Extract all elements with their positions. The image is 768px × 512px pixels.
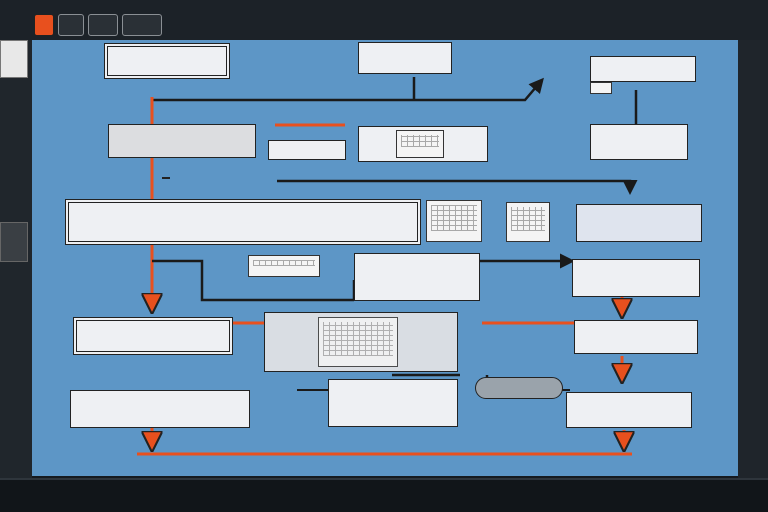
node-row3-thumb-b[interactable] xyxy=(506,202,550,242)
minimize-button[interactable] xyxy=(58,14,84,36)
connector-bottom xyxy=(137,428,632,456)
node-top-right-thumb[interactable] xyxy=(590,82,612,94)
node-row4-center[interactable] xyxy=(354,253,480,301)
node-row4-right[interactable] xyxy=(572,259,700,297)
connector-middle xyxy=(152,253,622,325)
node-row6-pill[interactable] xyxy=(475,377,563,399)
restore-button[interactable] xyxy=(122,14,162,36)
connector-layer xyxy=(137,77,638,456)
node-row3-right[interactable] xyxy=(576,204,702,242)
connector-banner xyxy=(277,179,638,195)
close-button[interactable] xyxy=(34,14,54,36)
node-row5-thumb xyxy=(318,317,398,367)
status-bar xyxy=(0,478,768,512)
node-row3-thumb-a[interactable] xyxy=(426,200,482,242)
left-sidebar xyxy=(0,40,32,480)
node-row5-right[interactable] xyxy=(574,320,698,354)
node-top-center[interactable] xyxy=(358,42,452,74)
node-row2-center-side[interactable] xyxy=(358,126,488,162)
tool-button[interactable] xyxy=(0,222,28,262)
node-row6-left[interactable] xyxy=(70,390,250,428)
node-row5-center[interactable] xyxy=(264,312,458,372)
node-top-right[interactable] xyxy=(590,56,696,82)
node-row2-thumb xyxy=(396,130,444,158)
node-row2-center[interactable] xyxy=(268,140,346,160)
section-banner xyxy=(162,168,170,184)
page-thumbnail[interactable] xyxy=(0,40,28,78)
node-top-left[interactable] xyxy=(107,46,227,76)
maximize-button[interactable] xyxy=(88,14,118,36)
node-row3-left-wide[interactable] xyxy=(68,202,418,242)
node-row2-left[interactable] xyxy=(108,124,256,158)
node-row2-right[interactable] xyxy=(590,124,688,160)
node-row5-left[interactable] xyxy=(76,320,230,352)
node-row4-center-small[interactable] xyxy=(248,255,320,277)
node-row6-center[interactable] xyxy=(328,379,458,427)
diagram-canvas[interactable] xyxy=(32,40,738,476)
title-bar xyxy=(0,0,768,40)
right-panel xyxy=(738,40,768,480)
banner-title xyxy=(162,177,170,179)
node-row6-right[interactable] xyxy=(566,392,692,428)
